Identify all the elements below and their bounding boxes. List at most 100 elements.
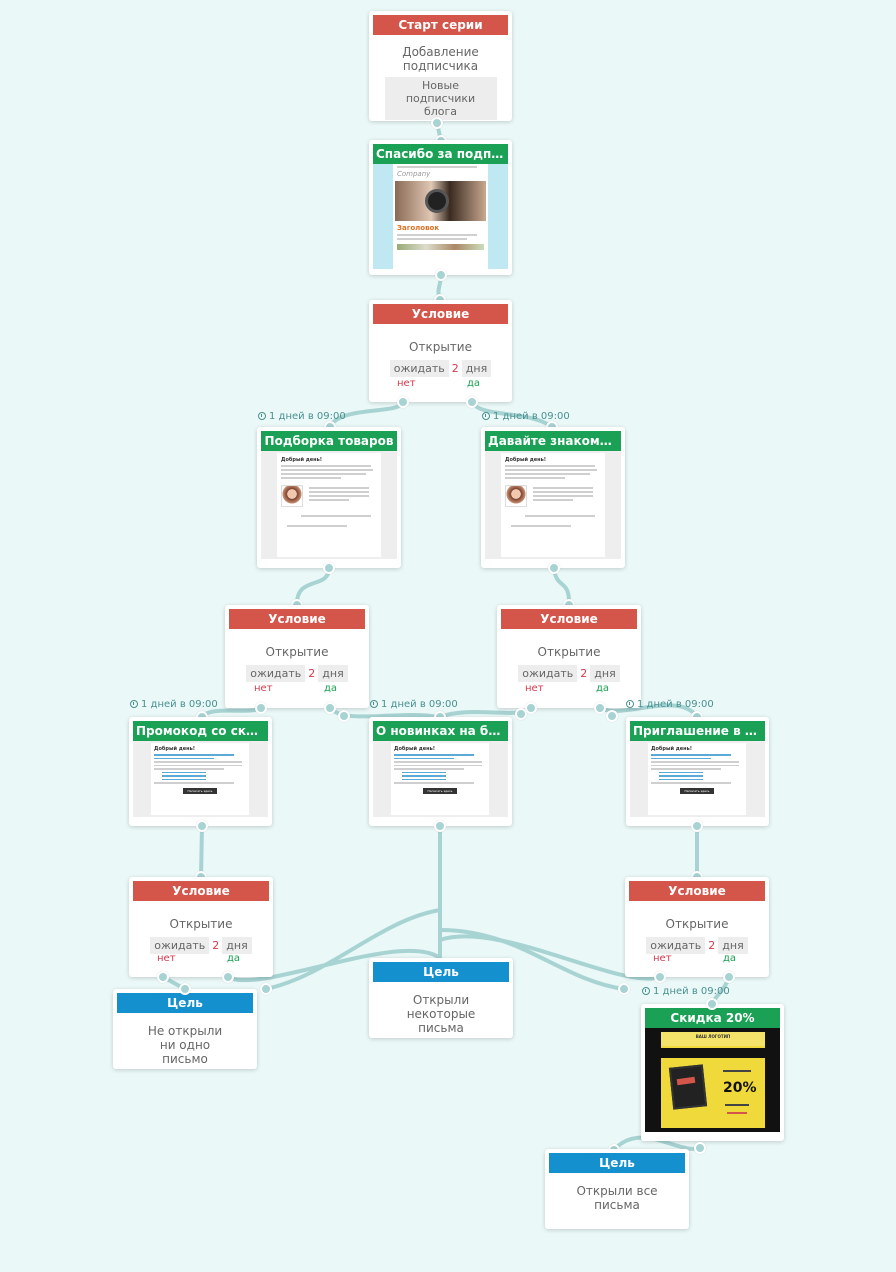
- wait-number: 2: [708, 939, 716, 952]
- connector-dot[interactable]: [179, 983, 191, 995]
- connector-dot[interactable]: [338, 710, 350, 722]
- condition-text: Открытие: [537, 645, 601, 659]
- clock-icon: [642, 987, 650, 995]
- connector-dot[interactable]: [691, 820, 703, 832]
- goal-text: Не открыли ни одно письмо: [147, 1024, 223, 1066]
- condition-text: Открытие: [265, 645, 329, 659]
- email-preview: Добрый день! Написать здесь: [133, 741, 268, 817]
- connector-dot[interactable]: [196, 820, 208, 832]
- email-node-promo[interactable]: Промокод со скидкой Добрый день! Написат…: [129, 717, 272, 826]
- connector-dot-yes[interactable]: [324, 702, 336, 714]
- delay-label: 1 дней в 09:00: [130, 699, 218, 710]
- wait-chip: ожидать: [246, 665, 306, 682]
- email-preview: Company Заголовок: [373, 164, 508, 269]
- connector-dot[interactable]: [323, 562, 335, 574]
- wait-chip: ожидать: [646, 937, 706, 954]
- connector-dot[interactable]: [515, 708, 527, 720]
- email-node-collection[interactable]: Подборка товаров Добрый день!: [257, 427, 401, 568]
- branch-no-label: нет: [157, 953, 176, 964]
- connector-dot[interactable]: [431, 117, 443, 129]
- email-greeting: Добрый день!: [154, 746, 196, 752]
- node-title: Приглашение в соц...: [630, 721, 765, 741]
- connector-dot[interactable]: [618, 983, 630, 995]
- branch-yes-label: да: [324, 683, 338, 694]
- node-title: Условие: [133, 881, 269, 901]
- connector-dot[interactable]: [694, 1142, 706, 1154]
- wait-chip: ожидать: [518, 665, 578, 682]
- node-title: Условие: [229, 609, 365, 629]
- wait-unit-chip: дня: [222, 937, 252, 954]
- email-preview: Добрый день!: [261, 451, 397, 559]
- email-preview: Добрый день!: [485, 451, 621, 559]
- email-greeting: Добрый день!: [651, 746, 693, 752]
- connector-dot[interactable]: [435, 269, 447, 281]
- company-logo-text: Company: [397, 170, 431, 178]
- delay-label: 1 дней в 09:00: [626, 699, 714, 710]
- connector-dot[interactable]: [434, 820, 446, 832]
- node-title: Условие: [629, 881, 765, 901]
- node-title: О новинках на блоге: [373, 721, 508, 741]
- node-title: Цель: [373, 962, 509, 982]
- wait-unit-chip: дня: [461, 360, 492, 377]
- discount-big-number: 20%: [723, 1080, 757, 1096]
- branch-no-label: нет: [525, 683, 544, 694]
- node-title: Спасибо за подписку: [373, 144, 508, 164]
- wait-chip: ожидать: [150, 937, 210, 954]
- node-title: Давайте знакомиться: [485, 431, 621, 451]
- connector-dot[interactable]: [260, 983, 272, 995]
- clock-icon: [482, 412, 490, 420]
- email-node-discount[interactable]: Скидка 20% ВАШ ЛОГОТИП 20%: [641, 1004, 784, 1141]
- email-greeting: Добрый день!: [505, 457, 547, 463]
- delay-label: 1 дней в 09:00: [642, 986, 730, 997]
- branch-yes-label: да: [467, 378, 481, 389]
- node-title: Условие: [501, 609, 637, 629]
- wait-number: 2: [308, 667, 316, 680]
- branch-no-label: нет: [397, 378, 416, 389]
- condition-text: Открытие: [665, 917, 729, 931]
- connector-dot-no[interactable]: [525, 702, 537, 714]
- condition-text: Открытие: [409, 340, 472, 354]
- connector-dot[interactable]: [606, 710, 618, 722]
- connector-dot-yes[interactable]: [222, 971, 234, 983]
- email-node-invite[interactable]: Приглашение в соц... Добрый день! Написа…: [626, 717, 769, 826]
- wait-unit-chip: дня: [590, 665, 620, 682]
- wait-number: 2: [212, 939, 220, 952]
- delay-label: 1 дней в 09:00: [370, 699, 458, 710]
- logo-text: ВАШ ЛОГОТИП: [661, 1032, 765, 1046]
- condition-text: Открытие: [169, 917, 233, 931]
- wait-unit-chip: дня: [318, 665, 348, 682]
- email-node-acquaint[interactable]: Давайте знакомиться Добрый день!: [481, 427, 625, 568]
- connector-dot-yes[interactable]: [723, 971, 735, 983]
- start-series-node[interactable]: Старт серии Добавление подписчика Новые …: [369, 11, 512, 121]
- email-node-thanks[interactable]: Спасибо за подписку Company Заголовок: [369, 140, 512, 275]
- branch-yes-label: да: [723, 953, 737, 964]
- clock-icon: [370, 700, 378, 708]
- subscriber-list-chip[interactable]: Новые подписчики блога: [384, 77, 497, 120]
- connector-dot-yes[interactable]: [594, 702, 606, 714]
- connector-dot[interactable]: [548, 562, 560, 574]
- wait-unit-chip: дня: [718, 937, 748, 954]
- connector-dot-no[interactable]: [654, 971, 666, 983]
- goal-node-some-opened[interactable]: Цель Открыли некоторые письма: [369, 958, 513, 1038]
- connector-dot-yes[interactable]: [466, 396, 478, 408]
- goal-node-all-opened[interactable]: Цель Открыли все письма: [545, 1149, 689, 1229]
- connector-dot-no[interactable]: [397, 396, 409, 408]
- branch-yes-label: да: [596, 683, 610, 694]
- wait-chip: ожидать: [389, 360, 449, 377]
- connector-dot-no[interactable]: [255, 702, 267, 714]
- goal-node-none-opened[interactable]: Цель Не открыли ни одно письмо: [113, 989, 257, 1069]
- connector-dot[interactable]: [706, 998, 718, 1010]
- chalkboard-image: [668, 1064, 708, 1110]
- connector-dot-no[interactable]: [157, 971, 169, 983]
- node-text: Добавление подписчика: [402, 45, 479, 73]
- email-node-news[interactable]: О новинках на блоге Добрый день! Написат…: [369, 717, 512, 826]
- node-title: Цель: [117, 993, 253, 1013]
- email-greeting: Добрый день!: [281, 457, 323, 463]
- branch-yes-label: да: [227, 953, 241, 964]
- clock-icon: [130, 700, 138, 708]
